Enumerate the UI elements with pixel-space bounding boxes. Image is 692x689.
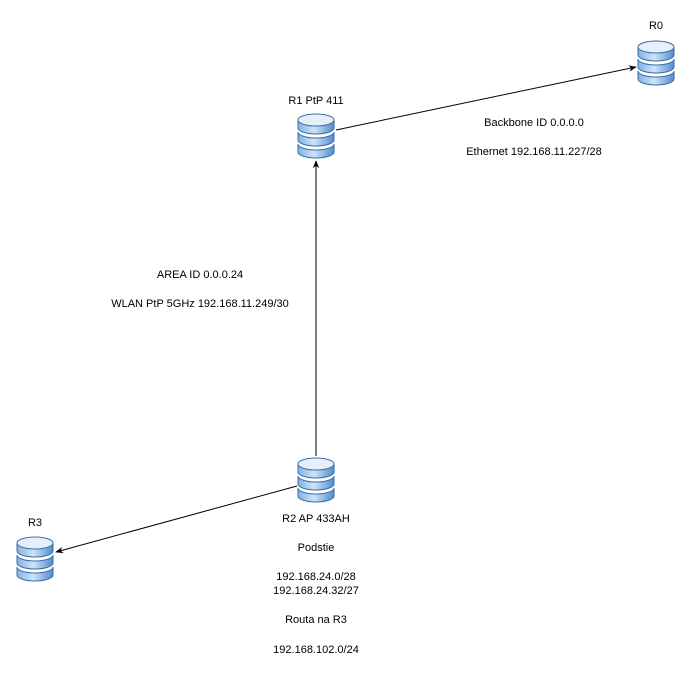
node-r1[interactable]: R1 PtP 411 <box>288 95 344 159</box>
node-r2[interactable]: R2 AP 433AH <box>282 457 350 525</box>
r2-subnets-title: Podstie <box>298 542 335 554</box>
node-r3[interactable]: R3 <box>16 517 54 582</box>
node-label-r3: R3 <box>28 517 42 529</box>
edge-label-backbone-id: Backbone ID 0.0.0.0 <box>484 117 584 129</box>
r2-subnet-1: 192.168.24.0/28 <box>276 571 356 583</box>
edge-label-ethernet-subnet: Ethernet 192.168.11.227/28 <box>466 146 602 158</box>
r2-route-1: 192.168.102.0/24 <box>273 644 359 656</box>
edge-r2-to-r3 <box>55 485 298 554</box>
node-label-r2: R2 AP 433AH <box>282 513 350 525</box>
database-icon <box>297 113 335 159</box>
edge-r1-to-r0 <box>335 65 637 131</box>
edge-label-area-id: AREA ID 0.0.0.24 <box>157 269 243 281</box>
r2-subnet-2: 192.168.24.32/27 <box>273 585 359 597</box>
r2-route-title: Routa na R3 <box>285 614 347 626</box>
database-icon <box>16 536 54 582</box>
node-label-r1: R1 PtP 411 <box>288 95 343 107</box>
edge-label-wlan-subnet: WLAN PtP 5GHz 192.168.11.249/30 <box>111 298 289 310</box>
database-icon <box>297 457 335 503</box>
node-r0[interactable]: R0 <box>637 20 675 86</box>
database-icon <box>637 40 675 86</box>
node-label-r0: R0 <box>649 20 663 32</box>
